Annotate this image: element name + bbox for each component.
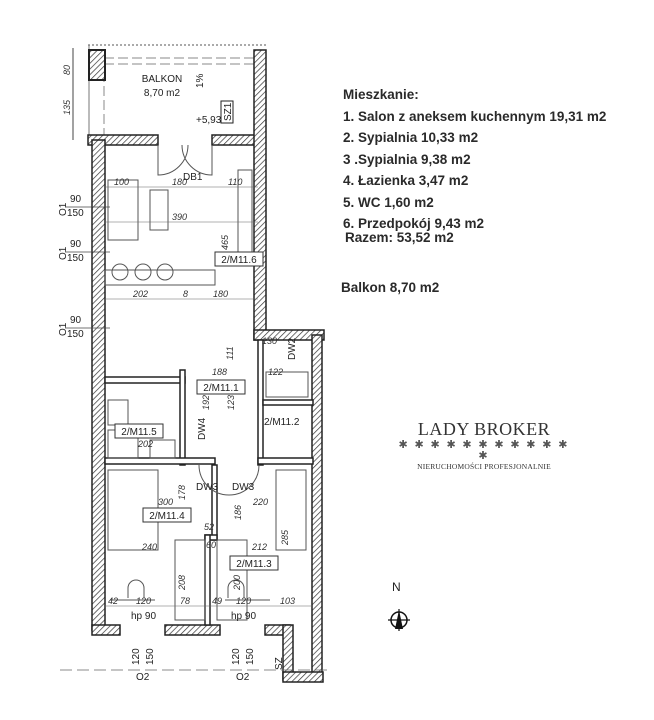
dim: 192	[201, 395, 211, 410]
brand-name: LADY BROKER	[417, 419, 551, 439]
dim: 52	[204, 522, 214, 532]
svg-text:120: 120	[231, 648, 242, 665]
window-hp90-left: hp 90	[131, 611, 156, 622]
svg-text:90: 90	[70, 194, 82, 205]
interior-walls	[104, 339, 314, 626]
dim: 212	[251, 542, 267, 552]
svg-text:120: 120	[131, 648, 142, 665]
brand-tagline: NIERUCHOMOŚCI PROFESJONALNIE	[417, 462, 551, 471]
dim-80: 80	[62, 65, 72, 75]
compass-icon	[388, 609, 410, 631]
room-m11-5: 2/M11.5	[121, 427, 157, 438]
room-m11-6: 2/M11.6	[221, 255, 257, 266]
dimension-labels: 100 180 110 390 465 202 8 180 130 111 18…	[105, 177, 312, 607]
svg-text:O1: O1	[58, 322, 69, 336]
room-m11-2: 2/M11.2	[264, 417, 300, 428]
door-dw2: DW2	[287, 337, 298, 360]
svg-text:O2: O2	[236, 672, 250, 683]
dim: 122	[268, 367, 283, 377]
legend-balcony: Balkon 8,70 m2	[341, 280, 440, 295]
legend-item: 1. Salon z aneksem kuchennym 19,31 m2	[343, 108, 607, 124]
legend-total: Razem: 53,52 m2	[345, 230, 454, 245]
dim: 202	[137, 439, 153, 449]
left-dimensions: 80 135	[62, 48, 74, 140]
dim: 285	[280, 529, 290, 546]
svg-text:90: 90	[70, 315, 82, 326]
window-o1-2: O1 90 150	[58, 239, 110, 264]
dim: 123	[226, 395, 236, 410]
balcony-label: BALKON	[142, 74, 183, 85]
legend-item: 2. Sypialnia 10,33 m2	[343, 130, 479, 145]
dim: 111	[225, 346, 235, 360]
door-dw3-right: DW3	[232, 482, 255, 493]
dim: 100	[114, 177, 129, 187]
legend-item: 3 .Sypialnia 9,38 m2	[343, 151, 471, 167]
dim: 465	[220, 234, 230, 250]
dim: 208	[177, 575, 187, 591]
dim: 8	[183, 289, 188, 299]
window-o2-right: 120 150 O2	[231, 648, 256, 683]
door-dw4: DW4	[197, 417, 208, 440]
svg-text:90: 90	[70, 239, 82, 250]
door-dw3-left: DW3	[196, 482, 219, 493]
window-o1-1: O1 90 150	[58, 194, 110, 219]
legend-item: 6. Przedpokój 9,43 m2	[343, 216, 485, 231]
dim: 60	[206, 540, 216, 550]
outer-walls	[87, 49, 325, 683]
balcony: BALKON 8,70 m2 1% +5,93 SZ1	[88, 44, 268, 140]
svg-text:150: 150	[67, 208, 84, 219]
compass-north-label: N	[392, 580, 401, 594]
room-labels: 2/M11.6 2/M11.1 2/M11.5 2/M11.2 2/M11.4 …	[114, 172, 300, 670]
dim: 120	[136, 596, 151, 606]
balcony-area: 8,70 m2	[144, 88, 181, 99]
slope-label: 1%	[195, 73, 206, 88]
svg-text:150: 150	[67, 253, 84, 264]
dim: 188	[212, 367, 227, 377]
dim: 130	[262, 336, 277, 346]
room-m11-4: 2/M11.4	[149, 511, 185, 522]
window-o1-3: O1 90 150	[58, 315, 110, 340]
dim: 120	[236, 596, 251, 606]
dim: 78	[180, 596, 190, 606]
dim: 42	[108, 596, 118, 606]
dim: 220	[252, 497, 268, 507]
dim: 110	[228, 177, 242, 187]
apartment-legend: Mieszkanie: 1. Salon z aneksem kuchennym…	[343, 84, 606, 235]
dim: 200	[232, 575, 242, 591]
dim: 390	[172, 212, 187, 222]
legend-item: 5. WC 1,60 m2	[343, 194, 434, 210]
sz-label: SZ	[274, 657, 285, 670]
dim: 103	[280, 596, 295, 606]
furniture	[104, 144, 309, 621]
svg-text:150: 150	[67, 329, 84, 340]
svg-text:150: 150	[145, 648, 156, 665]
dim: 180	[172, 177, 187, 187]
dim: 240	[141, 542, 157, 552]
svg-text:150: 150	[245, 648, 256, 665]
brand-logo: LADY BROKER ✱ ✱ ✱ ✱ ✱ ✱ ✱ ✱ ✱ ✱ ✱ ✱ NIER…	[394, 419, 574, 471]
legend-title: Mieszkanie:	[343, 87, 419, 102]
window-hp90-right: hp 90	[231, 611, 256, 622]
window-o2-left: 120 150 O2	[131, 648, 156, 683]
door-db1: DB1	[183, 172, 203, 183]
svg-text:O1: O1	[58, 246, 69, 260]
window-markers: O1 90 150 O1 90 150 O1 90 150 hp 90 hp 9…	[58, 194, 330, 683]
dim: 202	[132, 289, 148, 299]
brand-stars: ✱ ✱ ✱ ✱ ✱ ✱ ✱ ✱ ✱ ✱ ✱ ✱	[398, 439, 570, 462]
room-m11-3: 2/M11.3	[236, 559, 272, 570]
dim: 178	[177, 485, 187, 500]
sz1-label: SZ1	[223, 102, 234, 121]
dim: 49	[212, 596, 222, 606]
dim: 300	[158, 497, 173, 507]
level-label: +5,93	[196, 115, 222, 126]
dim: 180	[213, 289, 228, 299]
dim-135: 135	[62, 99, 72, 115]
legend-item: 4. Łazienka 3,47 m2	[343, 173, 469, 188]
dim: 186	[233, 505, 243, 520]
svg-text:O1: O1	[58, 202, 69, 216]
room-m11-1: 2/M11.1	[203, 383, 239, 394]
svg-text:O2: O2	[136, 672, 150, 683]
